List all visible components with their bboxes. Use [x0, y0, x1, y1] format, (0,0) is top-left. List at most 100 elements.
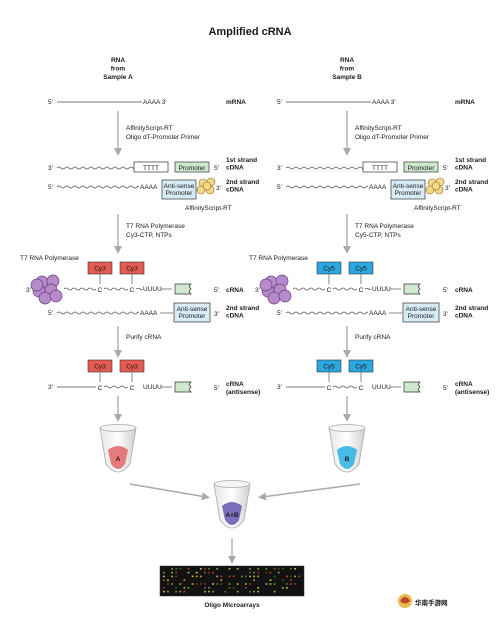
microarray-spot	[273, 568, 276, 570]
sample-b-second-wavy	[285, 185, 368, 189]
sample-b-template-3prime: 3'	[443, 311, 448, 318]
sample-a-rt-enzyme	[196, 177, 216, 195]
sample-a-ivt-dye-2-label: Cy3	[126, 266, 138, 273]
microarray-spot	[187, 587, 190, 589]
microarray-label: Oligo Microarrays	[204, 602, 260, 609]
sample-a-tube-liquid	[108, 446, 128, 469]
microarray-spot	[257, 590, 260, 593]
sample-b-crna-wavy	[332, 385, 358, 389]
microarray-spot	[240, 575, 243, 578]
microarray-spot	[212, 571, 214, 574]
microarray-spot	[191, 583, 194, 585]
microarray-spot	[199, 583, 202, 585]
sample-a-tube-label: A	[116, 456, 121, 463]
sample-b-crna-dye-2-label: Cy5	[355, 364, 367, 371]
sample-b-tube-liquid	[337, 446, 357, 469]
microarray-spot	[228, 583, 231, 585]
microarray-spot	[195, 575, 198, 578]
sample-a-mrna-label: mRNA	[226, 99, 246, 106]
microarray-spot	[175, 571, 178, 574]
sample-a-template-aaaa: AAAA	[140, 310, 158, 317]
sample-b-mrna-5prime: 5'	[277, 99, 282, 106]
microarray-spot	[249, 583, 251, 585]
microarray-spot	[224, 590, 227, 593]
sample-b-ivt-5prime: 5'	[443, 287, 448, 294]
microarray-spot	[253, 590, 255, 593]
microarray-spot	[163, 579, 165, 581]
sample-b-ivt-dye-2-label: Cy5	[355, 266, 367, 273]
microarray-spot	[204, 587, 206, 589]
sample-b-crna-c-2: C	[359, 385, 364, 392]
sample-a-ivt-dye-1: Cy3	[87, 261, 113, 275]
sample-b-template-antisense-box	[402, 302, 440, 323]
sample-b-crna-c-1: C	[327, 385, 332, 392]
microarray-spot	[236, 590, 239, 593]
sample-b-rt-enzyme-subunit	[431, 181, 441, 191]
sample-b-ivt-dye-1-label: Cy5	[323, 266, 335, 273]
microarray-spot	[269, 579, 272, 581]
sample-b-ivt-wavy-c	[364, 287, 372, 291]
sample-b-ivt-dye-2: Cy5	[348, 261, 374, 275]
microarray-spot	[273, 590, 276, 593]
sample-a-ivt-c-1: C	[98, 287, 103, 294]
microarray-spot	[183, 590, 186, 593]
oligo-microarray	[159, 565, 305, 597]
sample-a-template-5prime: 5'	[48, 310, 53, 317]
sample-b-ivt-uuuu: UUUU	[372, 286, 391, 293]
microarray-spot	[179, 590, 182, 593]
microarray-spot	[199, 575, 202, 578]
microarray-spot	[236, 568, 239, 570]
sample-a-crna-c-1: C	[98, 385, 103, 392]
sample-b-mrna-aaaa: AAAA 3'	[372, 99, 396, 106]
sample-b-ivt-crna-label: cRNA	[455, 287, 473, 294]
sample-a-rt-enzyme-label: AffinityScript-RT	[185, 205, 232, 212]
microarray-spot	[191, 575, 194, 578]
sample-b-crna-dye-2: Cy5	[348, 359, 374, 373]
sample-a-first-3prime: 3'	[48, 165, 53, 172]
sample-b-crna-3prime: 3'	[277, 384, 282, 391]
sample-a-first-5prime: 5'	[214, 165, 219, 172]
sample-a-second-wavy	[56, 185, 139, 189]
microarray-spot	[277, 568, 280, 570]
sample-a-crna-dye-1-label: Cy3	[94, 364, 106, 371]
microarray-spot	[273, 583, 276, 585]
microarray-spot	[286, 583, 288, 585]
microarray-spot	[175, 568, 178, 570]
diagram-title: Amplified cRNA	[208, 26, 291, 38]
sample-a-mrna-aaaa: AAAA 3'	[143, 99, 167, 106]
sample-b-t7-label: T7 RNA Polymerase	[249, 255, 308, 262]
sample-b-second-aaaa: AAAA	[369, 184, 387, 191]
microarray-spot	[195, 583, 198, 585]
microarray-spot	[187, 568, 190, 570]
arrow-b-to-mix	[258, 483, 361, 501]
microarray-spot	[290, 575, 292, 578]
sample-b-ivt-wavy-a	[292, 287, 326, 291]
sample-a-crna-wavy	[103, 385, 129, 389]
sample-b-tube-rim	[328, 424, 366, 432]
microarray-spot	[204, 583, 206, 585]
sample-b-t7-polymerase-subunit	[259, 278, 273, 292]
microarray-spot	[208, 571, 210, 574]
microarray-spot	[294, 583, 296, 585]
microarray-spot	[167, 590, 169, 593]
sample-a-ivt-c-2: C	[130, 287, 135, 294]
microarray-spot	[245, 587, 247, 589]
microarray-spot	[220, 579, 223, 581]
sample-a-ivt-uuuu: UUUU	[143, 286, 162, 293]
microarray-spot	[208, 587, 210, 589]
microarray-spot	[236, 583, 239, 585]
microarray-spot	[212, 590, 214, 593]
sample-a-template-3prime: 3'	[214, 311, 219, 318]
microarray-spot	[216, 568, 219, 570]
microarray-spot	[257, 571, 260, 574]
sample-b-t7-polymerase-subunit	[267, 291, 281, 305]
microarray-spot	[294, 568, 296, 570]
